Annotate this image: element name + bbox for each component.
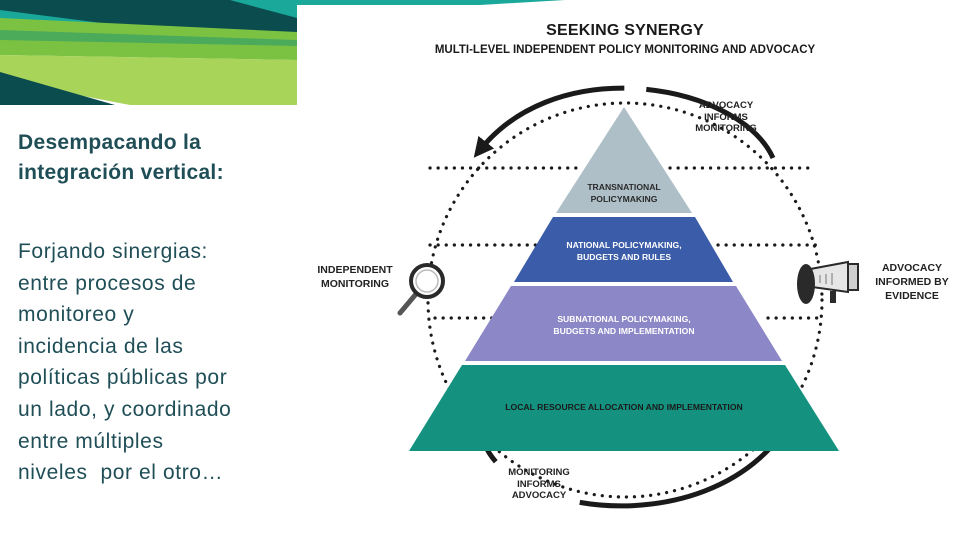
body-line: entre múltiples [18,429,164,453]
body-line: niveles por el otro… [18,461,224,485]
diagram-title-block: SEEKING SYNERGY MULTI-LEVEL INDEPENDENT … [400,22,850,56]
body-line: incidencia de las [18,334,184,358]
label-line: EVIDENCE [885,290,939,302]
tier-label-subnational: SUBNATIONAL POLICYMAKING, BUDGETS AND IM… [490,313,758,337]
heading-line: Desempacando la [18,131,202,154]
label-line: ADVOCACY [511,490,567,501]
label-monitoring-informs-advocacy: MONITORING INFORMS ADVOCACY [503,467,575,502]
label-line: MONITORING [320,278,390,290]
label-line: MONITORING [695,123,757,134]
slide-heading: Desempacando la integración vertical: [18,128,298,188]
tier-label-local: LOCAL RESOURCE ALLOCATION AND IMPLEMENTA… [440,401,808,413]
label-line: MONITORING [508,467,570,478]
body-line: monitoreo y [18,303,135,327]
tier-local [409,365,839,451]
tier-label-line: TRANSNATIONAL [587,182,661,192]
tier-subnational [465,286,782,361]
body-line: Forjando sinergias: [18,240,208,263]
tier-label-line: LOCAL RESOURCE ALLOCATION AND IMPLEMENTA… [505,402,743,412]
label-line: INDEPENDENT [317,264,393,276]
body-line: entre procesos de [18,271,197,295]
label-line: INFORMS [517,478,561,490]
left-text-panel: Desempacando la integración vertical: Fo… [18,128,298,489]
label-line: INFORMS [704,111,748,123]
slide-body-text: Forjando sinergias: entre procesos de mo… [18,236,298,489]
label-line: INFORMED BY [875,276,949,288]
label-line: ADVOCACY [881,262,943,274]
tier-national [514,217,733,282]
tier-label-line: BUDGETS AND IMPLEMENTATION [553,326,695,336]
tier-label-line: POLICYMAKING [590,194,658,204]
body-line: un lado, y coordinado [18,397,232,421]
tier-transnational [556,107,692,213]
tier-label-national: NATIONAL POLICYMAKING, BUDGETS AND RULES [520,239,728,263]
label-advocacy-informs-monitoring: ADVOCACY INFORMS MONITORING [690,100,762,135]
body-line: políticas públicas por [18,366,228,390]
diagram-subtitle: MULTI-LEVEL INDEPENDENT POLICY MONITORIN… [434,44,816,56]
heading-line: integración vertical: [18,161,224,184]
megaphone-icon [797,260,859,304]
tier-label-line: BUDGETS AND RULES [576,252,672,262]
magnifying-glass-icon [397,263,445,316]
dotted-cycle-circle [426,101,824,499]
tier-label-line: SUBNATIONAL POLICYMAKING, [557,314,691,324]
label-advocacy-informed-by-evidence: ADVOCACY INFORMED BY EVIDENCE [866,261,958,303]
top-cycle-arrow [473,85,776,160]
decorative-corner-bands [0,0,565,105]
bottom-cycle-arrow [482,395,804,509]
tier-label-line: NATIONAL POLICYMAKING, [566,240,682,250]
label-independent-monitoring: INDEPENDENT MONITORING [306,263,404,291]
dotted-tier-connectors [428,166,824,320]
tier-label-transnational: TRANSNATIONAL POLICYMAKING [552,181,696,205]
label-line: ADVOCACY [698,100,754,111]
diagram-title: SEEKING SYNERGY [546,22,704,39]
